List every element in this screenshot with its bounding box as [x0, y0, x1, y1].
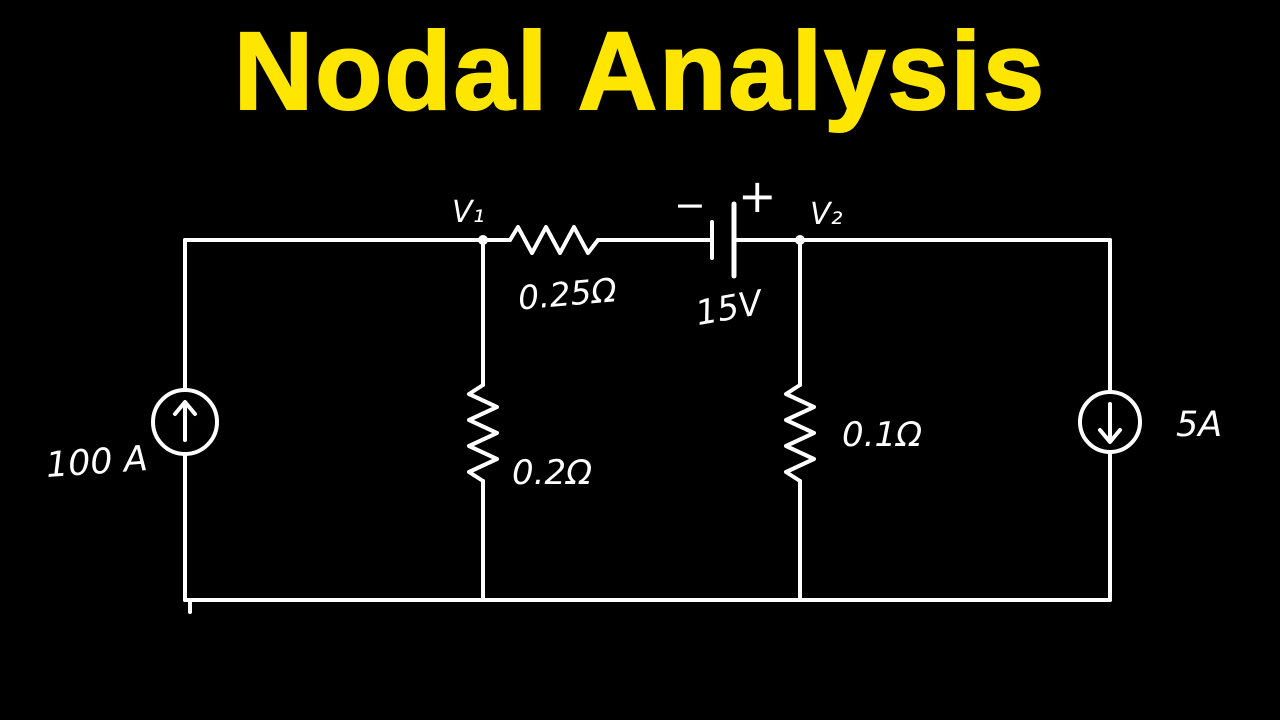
branch-v2 — [784, 235, 816, 602]
current-source-right-label: 5A — [1176, 405, 1222, 445]
current-source-right-circle — [1078, 390, 1142, 454]
current-source-left-circle — [151, 388, 219, 456]
branch-v1 — [467, 235, 499, 602]
resistor-left-zigzag — [467, 383, 499, 483]
node-v2-dot — [795, 235, 805, 245]
down-arrow-head — [1098, 428, 1122, 444]
page-title: Nodal Analysis — [233, 9, 1047, 134]
node-v1-label: V₁ — [452, 195, 485, 230]
current-source-left — [151, 388, 219, 456]
current-source-left-label: 100 A — [45, 439, 149, 486]
resistor-top-label: 0.25Ω — [516, 270, 618, 317]
node-v2-label: V₂ — [810, 197, 843, 232]
resistor-left-label: 0.2Ω — [512, 453, 592, 493]
current-source-right — [1078, 390, 1142, 454]
node-v1-dot — [478, 235, 488, 245]
circuit-wires — [183, 201, 1112, 614]
resistor-right-label: 0.1Ω — [842, 415, 922, 455]
battery-voltage-label: 15V — [693, 283, 768, 334]
battery-plus-sign: + — [738, 169, 777, 223]
resistor-right-zigzag — [784, 383, 816, 483]
up-arrow-head — [173, 400, 197, 416]
resistor-top-zigzag — [508, 225, 600, 255]
battery-minus-sign: − — [674, 183, 706, 227]
